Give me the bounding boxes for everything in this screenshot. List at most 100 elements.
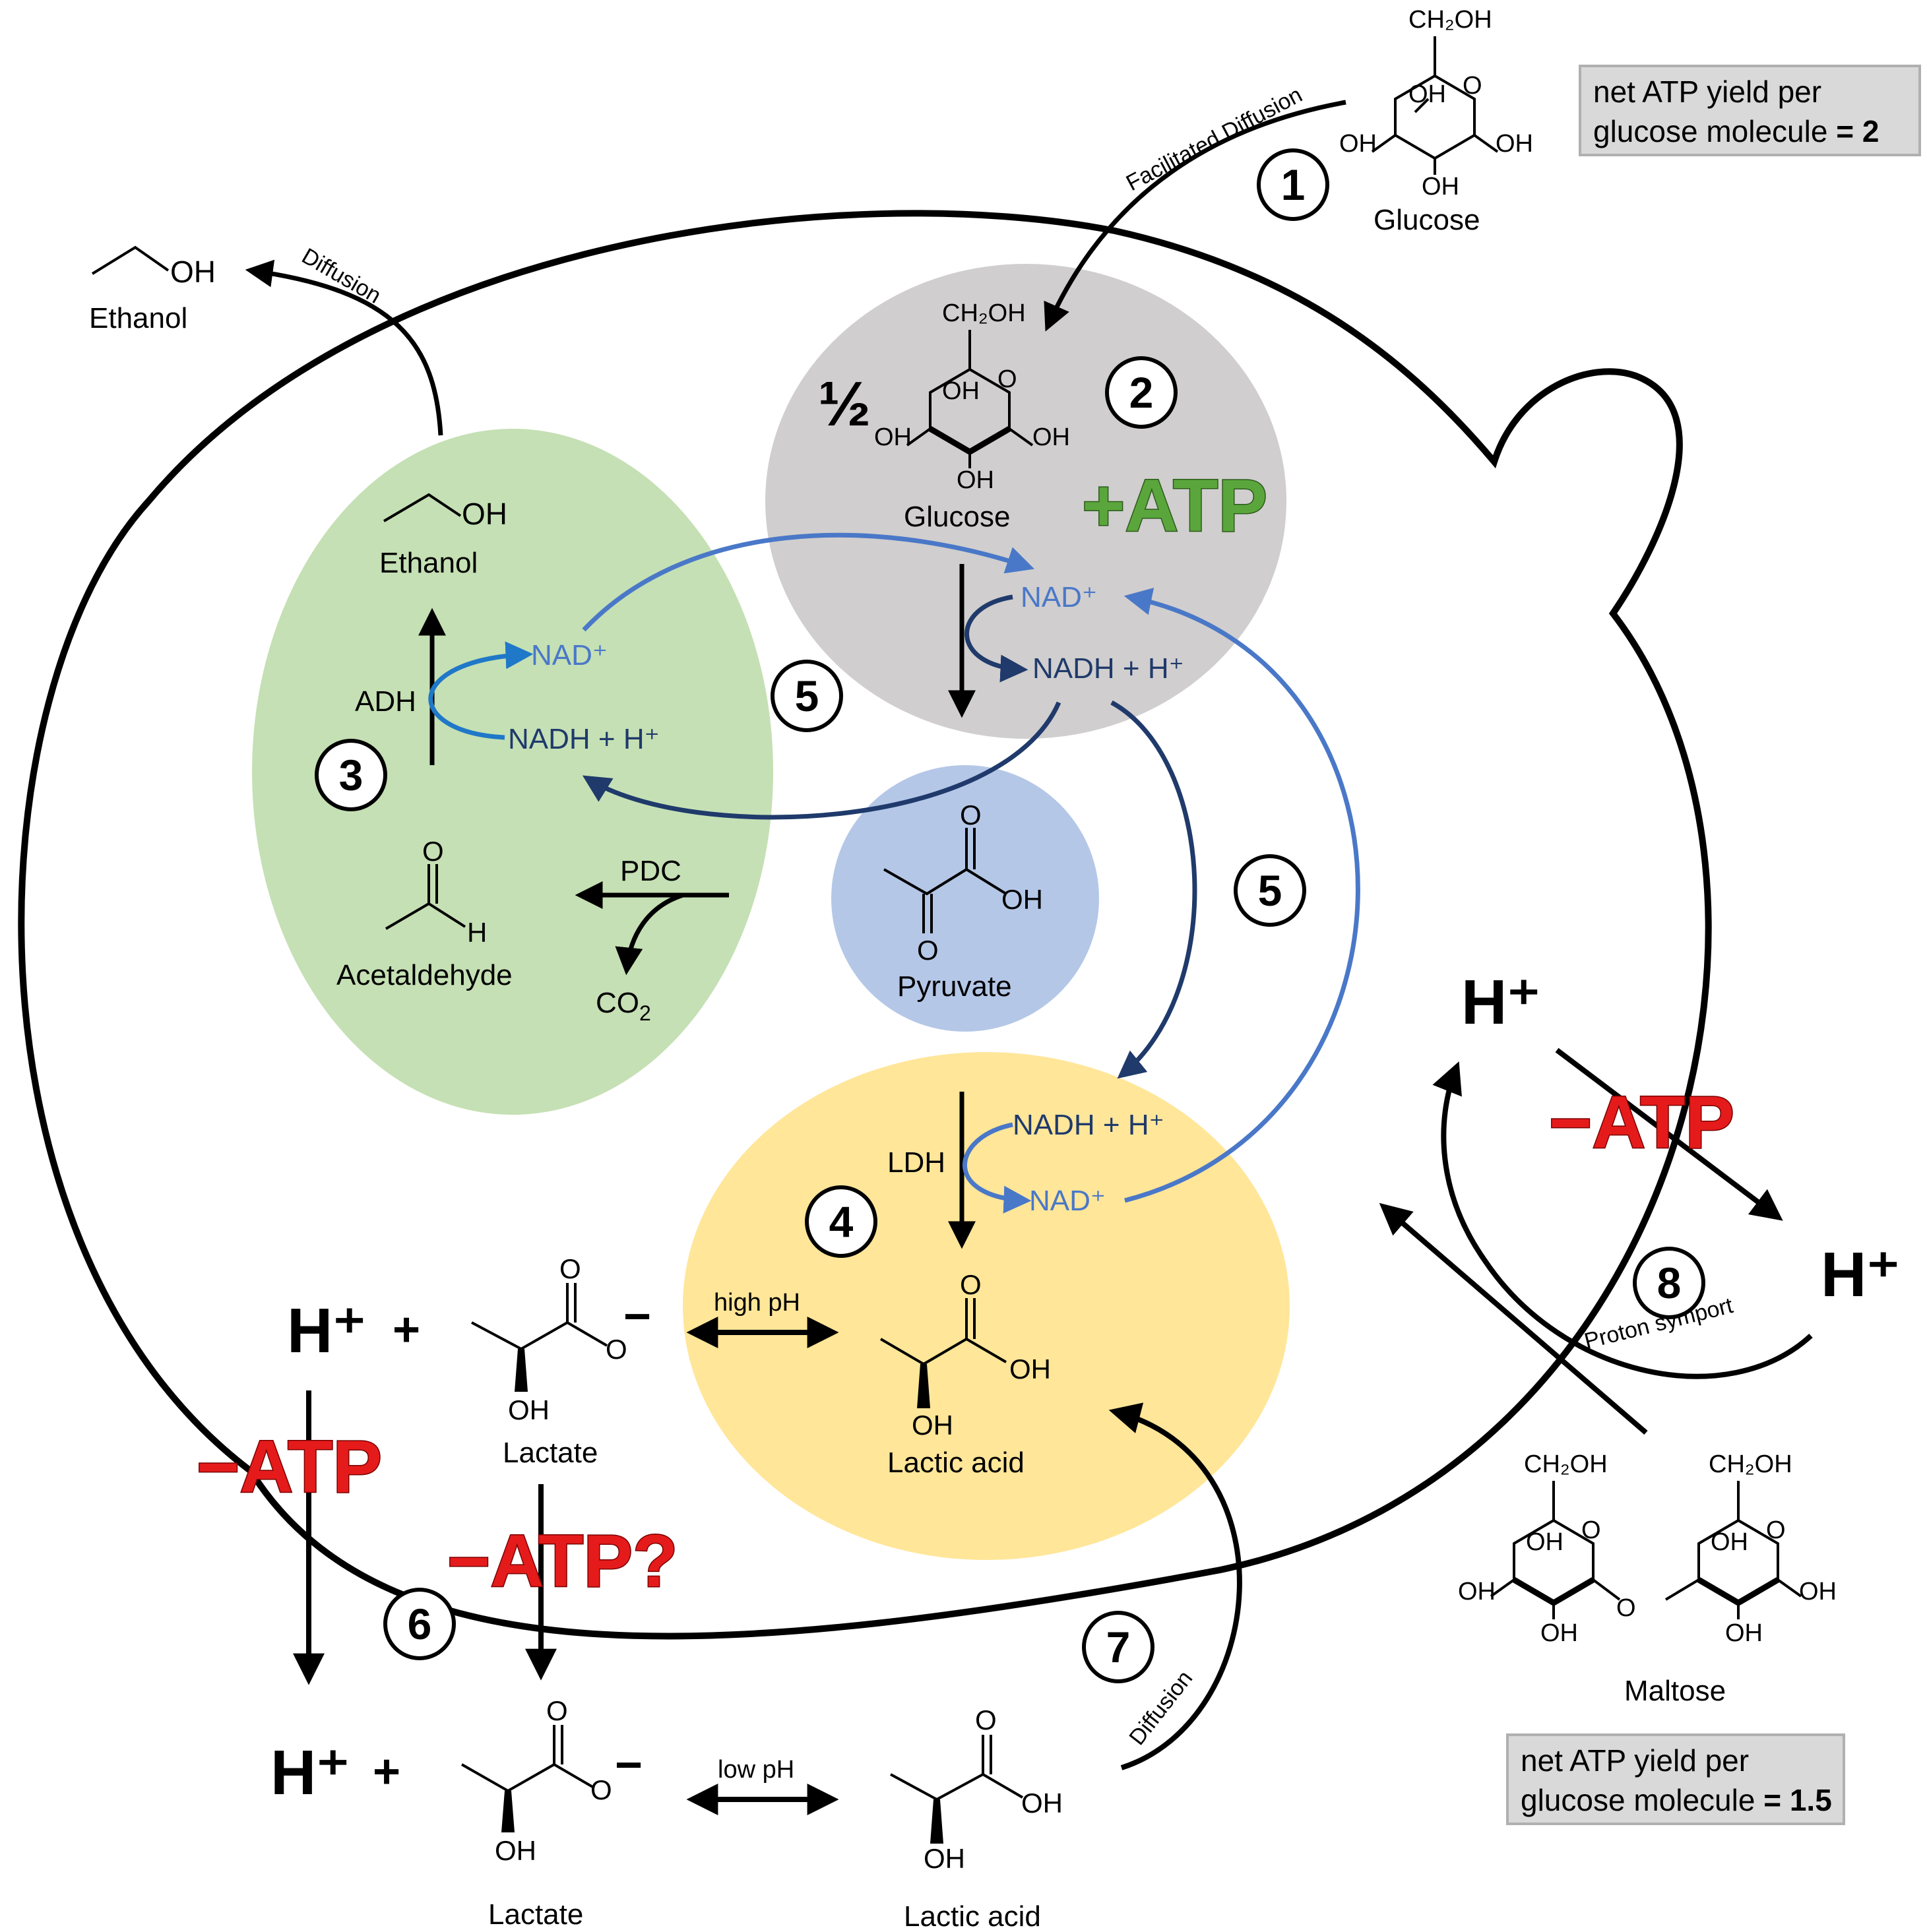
lactate-bottom-label: Lactate: [488, 1898, 583, 1931]
ethanol-diffusion-arrow: [245, 259, 443, 436]
adh-label: ADH: [355, 685, 416, 718]
step-1-badge: 1: [1257, 148, 1329, 221]
lactic-acid-inside-structure: O OH OH: [879, 1269, 1051, 1441]
glucose-inside-ring-o: O: [997, 365, 1017, 393]
low-ph-label: low pH: [718, 1756, 794, 1784]
lactic-acid-bottom-o: O: [975, 1704, 997, 1735]
lactic-acid-bottom-oh-acid: OH: [1021, 1788, 1063, 1819]
ldh-nadh-label: NADH + H⁺: [1013, 1109, 1164, 1141]
maltose-uptake-arrow: [1379, 1202, 1648, 1435]
glycolysis-nadh-label: NADH + H⁺: [1032, 652, 1184, 685]
svg-text:glucose molecule = 1.5: glucose molecule = 1.5: [1521, 1783, 1832, 1817]
maltose-left-ch2oh: CH₂OH: [1524, 1450, 1608, 1478]
lactate-mid-label: Lactate: [503, 1437, 598, 1469]
step-7-badge: 7: [1082, 1611, 1154, 1683]
pyruvate-o-bottom: O: [917, 935, 939, 966]
nadh-shuttle-glycolysis-to-lactate: [1110, 700, 1197, 1079]
pyruvate-compartment: [831, 765, 1099, 1032]
lactate-bottom-o-minus: O: [590, 1774, 612, 1805]
pyruvate-label: Pyruvate: [897, 970, 1012, 1003]
glucose-outside-oh-3: OH: [1496, 130, 1533, 158]
nad-shuttle-lactate-to-glycolysis: [1123, 588, 1360, 1203]
glucose-inside-oh-2: OH: [874, 423, 912, 451]
proton-influx-arrow: [1432, 1061, 1813, 1379]
acetaldehyde-h: H: [467, 917, 487, 948]
ethanol-inside-oh: OH: [462, 497, 507, 531]
co2-subscript: 2: [639, 1001, 651, 1025]
lactic-acid-inside-o: O: [960, 1269, 982, 1300]
maltose-yield-box: net ATP yield per glucose molecule = 1.5: [1506, 1733, 1845, 1825]
glucose-inside-oh-3: OH: [1032, 423, 1070, 451]
maltose-left-oh-3: OH: [1540, 1619, 1578, 1647]
ethanol-outside-structure: OH: [91, 245, 216, 289]
step-5-number-left: 5: [795, 671, 819, 720]
glucose-outside-label: Glucose: [1374, 204, 1480, 236]
glucose-outside-structure: CH₂OH O OH OH OH OH: [1339, 6, 1533, 201]
plus-mid: +: [393, 1303, 420, 1356]
glycolysis-cofactor-arc: [964, 594, 1028, 683]
glucose-outside-oh-4: OH: [1422, 173, 1459, 201]
step-3-badge: 3: [315, 739, 387, 811]
maltose-right-ch2oh: CH₂OH: [1709, 1450, 1792, 1478]
nadh-shuttle-glycolysis-to-ethanol: [582, 701, 1061, 820]
step-5-badge-right: 5: [1234, 854, 1306, 927]
h-plus-upper-right: H⁺: [1461, 967, 1540, 1038]
maltose-left-ring-o: O: [1581, 1516, 1601, 1544]
half-sign: ½: [818, 369, 871, 439]
glucose-inside-oh-1: OH: [942, 377, 980, 405]
h-plus-lower-right: H⁺: [1821, 1239, 1900, 1310]
maltose-label: Maltose: [1624, 1675, 1726, 1707]
step-4-badge: 4: [805, 1185, 877, 1258]
co2-label: CO2: [596, 987, 651, 1025]
diffusion-top-label: Diffusion: [298, 243, 385, 309]
lactate-mid-oh: OH: [508, 1394, 550, 1425]
lactate-mid-o-top: O: [559, 1253, 581, 1284]
step-6-number: 6: [408, 1600, 432, 1648]
facilitated-diffusion-arrow: [1044, 100, 1346, 332]
lactic-acid-inside-oh-alcohol: OH: [912, 1410, 953, 1441]
step-5-number-right: 5: [1258, 866, 1282, 915]
lactate-bottom-o-top: O: [546, 1695, 568, 1726]
co2-release-arrow: [615, 892, 684, 976]
lactic-acid-bottom-label: Lactic acid: [904, 1900, 1041, 1932]
glucose-inside-structure: CH₂OH O OH OH OH OH: [874, 299, 1070, 494]
pyruvate-o-top: O: [960, 799, 982, 830]
maltose-right-oh-1: OH: [1711, 1528, 1748, 1556]
glycolysis-nad-label: NAD⁺: [1021, 581, 1097, 613]
h-plus-bottom: H⁺: [270, 1737, 350, 1808]
maltose-yield-line1: net ATP yield per: [1521, 1743, 1749, 1778]
step-1-number: 1: [1281, 160, 1306, 209]
glucose-yield-box: net ATP yield per glucose molecule = 2: [1579, 65, 1921, 156]
glucose-yield-line2: glucose molecule: [1593, 114, 1836, 148]
glucose-inside-oh-4: OH: [957, 466, 994, 494]
maltose-right-oh-2: OH: [1799, 1578, 1837, 1605]
glucose-outside-ring-o: O: [1463, 72, 1482, 100]
glucose-outside-ch2oh: CH₂OH: [1408, 6, 1492, 34]
step-5-badge-left: 5: [771, 660, 843, 732]
acetaldehyde-o: O: [422, 836, 444, 867]
lactic-acid-diffusion-arrow: [1108, 1402, 1242, 1770]
maltose-structure: CH₂OH O OH OH OH O CH₂OH O OH OH OH: [1458, 1450, 1837, 1647]
pyruvate-structure: O OH O: [883, 799, 1043, 966]
nad-shuttle-ethanol-to-glycolysis: [582, 532, 1034, 632]
h-plus-mid: H⁺: [287, 1295, 366, 1366]
lactic-acid-inside-label: Lactic acid: [887, 1447, 1025, 1479]
maltose-left-oh-2: OH: [1458, 1578, 1496, 1605]
co2-text: CO: [596, 987, 639, 1019]
step-3-number: 3: [339, 751, 363, 799]
lactate-bottom-oh: OH: [495, 1835, 536, 1866]
glucose-yield-line1: net ATP yield per: [1593, 75, 1821, 109]
ethanol-outside-oh: OH: [170, 255, 216, 289]
maltose-right-oh-3: OH: [1725, 1619, 1763, 1647]
maltose-glycosidic-o: O: [1616, 1594, 1636, 1622]
step-6-badge: 6: [383, 1588, 456, 1660]
pdc-label: PDC: [620, 855, 681, 887]
acetaldehyde-structure: O H: [385, 836, 487, 948]
ldh-label: LDH: [887, 1146, 945, 1179]
lactic-acid-bottom-oh-alcohol: OH: [924, 1843, 965, 1874]
maltose-yield-value: = 1.5: [1763, 1783, 1832, 1817]
atp-gain-label: +ATP: [1082, 464, 1267, 547]
adh-nadh-label: NADH + H⁺: [508, 723, 660, 755]
adh-cofactor-arc: [428, 641, 534, 740]
